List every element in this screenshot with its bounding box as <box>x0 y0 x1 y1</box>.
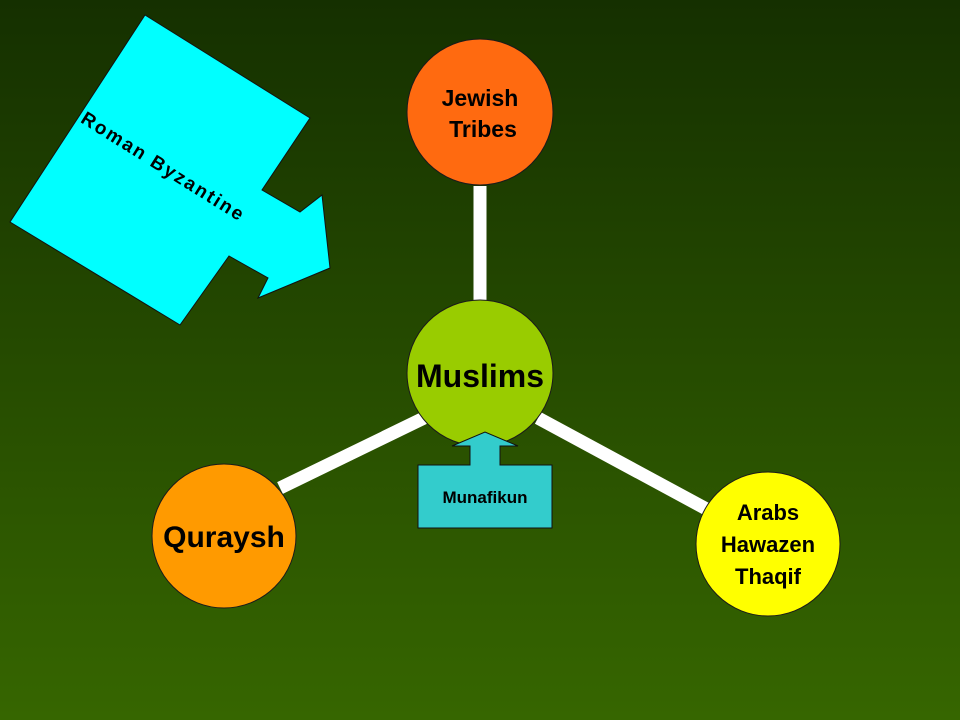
byzantine-arrow-shape <box>9 14 331 326</box>
arabs-line-2: Hawazen <box>721 532 815 557</box>
node-muslims: Muslims <box>406 299 554 447</box>
connector-arabs <box>534 412 716 518</box>
arabs-circle <box>695 471 841 617</box>
quraysh-circle <box>151 463 297 609</box>
node-quraysh: Quraysh <box>151 463 297 609</box>
connectors <box>277 186 716 518</box>
munafikun-shape <box>417 431 553 529</box>
node-jewish-tribes: Jewish Tribes <box>406 38 554 186</box>
jewish-tribes-circle <box>406 38 554 186</box>
arabs-line-3: Thaqif <box>735 564 802 589</box>
munafikun-callout: Munafikun <box>417 431 553 529</box>
jewish-tribes-line-2: Tribes <box>449 116 517 142</box>
quraysh-label: Quraysh <box>163 521 285 554</box>
connector-quraysh <box>277 412 427 494</box>
muslims-label: Muslims <box>416 358 544 394</box>
arabs-line-1: Arabs <box>737 500 799 525</box>
jewish-tribes-line-1: Jewish <box>442 85 519 111</box>
munafikun-label: Munafikun <box>443 488 528 507</box>
roman-byzantine-arrow: Roman Byzantine <box>9 14 331 326</box>
node-arabs: Arabs Hawazen Thaqif <box>695 471 841 617</box>
